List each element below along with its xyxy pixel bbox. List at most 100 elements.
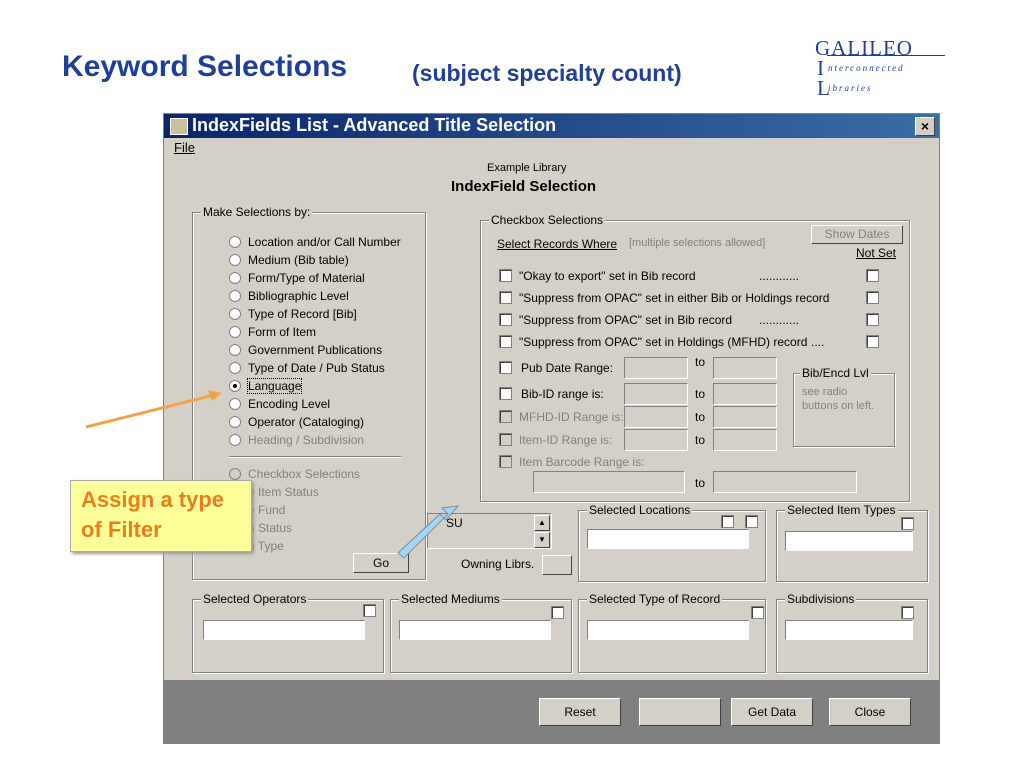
radio-option-label[interactable]: Bibliographic Level <box>248 289 349 303</box>
scroll-down-icon[interactable]: ▼ <box>534 532 550 548</box>
indexfields-window: IndexFields List - Advanced Title Select… <box>163 113 940 744</box>
selected-item-types-checkbox[interactable] <box>901 517 914 530</box>
criteria-checkbox[interactable] <box>499 335 512 348</box>
item-id-checkbox[interactable] <box>499 433 512 446</box>
radio-option-label-disabled[interactable]: Checkbox Selections <box>248 467 361 481</box>
go-button[interactable]: Go <box>353 553 409 573</box>
close-button[interactable]: Close <box>829 698 911 726</box>
owning-library-list[interactable]: SU ▲ ▼ <box>427 513 552 549</box>
selected-type-of-record-checkbox[interactable] <box>751 606 764 619</box>
selected-mediums-list[interactable] <box>399 620 551 640</box>
barcode-checkbox[interactable] <box>499 455 512 468</box>
radio-option-label[interactable]: Type of Record [Bib] <box>248 307 357 321</box>
selected-item-types-label: Selected Item Types <box>785 503 898 517</box>
radio-option-label-disabled[interactable]: e Item Status <box>248 485 319 499</box>
item-id-to[interactable] <box>713 429 777 451</box>
not-set-label: Not Set <box>856 246 897 260</box>
owning-library-value: SU <box>446 516 463 530</box>
item-id-from[interactable] <box>624 429 688 451</box>
owning-librs-button[interactable] <box>542 555 572 575</box>
radio-option-label-disabled[interactable]: n Status <box>248 521 293 535</box>
indexfield-heading: IndexField Selection <box>451 178 597 195</box>
owning-librs-label: Owning Librs. <box>461 557 535 571</box>
radio-option[interactable] <box>229 416 241 428</box>
not-set-checkbox[interactable] <box>866 269 879 282</box>
bib-id-to[interactable] <box>713 383 777 405</box>
radio-option-label[interactable]: Location and/or Call Number <box>248 235 401 249</box>
radio-option[interactable] <box>229 434 241 446</box>
pub-date-to[interactable] <box>713 357 777 379</box>
radio-option[interactable] <box>229 290 241 302</box>
radio-option-label[interactable]: Language <box>246 378 303 394</box>
radio-option-label[interactable]: Government Publications <box>248 343 383 357</box>
reset-button[interactable]: Reset <box>539 698 621 726</box>
scroll-up-icon[interactable]: ▲ <box>534 515 550 531</box>
galileo-logo: GALILEO I nterconnected L ibraries <box>815 36 945 100</box>
see-radio-line2: buttons on left. <box>802 400 875 412</box>
window-titlebar[interactable]: IndexFields List - Advanced Title Select… <box>164 114 939 138</box>
radio-option-label[interactable]: Form of Item <box>248 325 317 339</box>
radio-option-label[interactable]: Heading / Subdivision <box>248 433 365 447</box>
assign-filter-callout: Assign a type of Filter <box>70 480 252 552</box>
bib-id-label: Bib-ID range is: <box>521 387 604 401</box>
criteria-checkbox[interactable] <box>499 269 512 282</box>
show-dates-button[interactable]: Show Dates <box>811 225 903 244</box>
radio-option[interactable] <box>229 326 241 338</box>
pub-date-checkbox[interactable] <box>499 361 512 374</box>
callout-line2: of Filter <box>81 517 162 542</box>
criteria-label: "Okay to export" set in Bib record <box>519 269 696 283</box>
get-data-button[interactable]: Get Data <box>731 698 813 726</box>
mfhd-id-from[interactable] <box>624 406 688 428</box>
window-close-button[interactable]: × <box>915 117 935 136</box>
to-label: to <box>695 410 706 424</box>
radio-option[interactable] <box>229 236 241 248</box>
radio-option-label-disabled[interactable]: e Fund <box>248 503 286 517</box>
blank-button[interactable] <box>639 698 721 726</box>
selected-item-types-list[interactable] <box>785 531 913 551</box>
logo-line2-rest: nterconnected <box>828 63 905 73</box>
selected-locations-checkbox-1[interactable] <box>721 515 734 528</box>
radio-option[interactable] <box>229 380 241 392</box>
selected-locations-list[interactable] <box>587 529 749 549</box>
radio-option[interactable] <box>229 272 241 284</box>
barcode-from[interactable] <box>533 471 685 493</box>
mfhd-id-checkbox[interactable] <box>499 410 512 423</box>
to-label: to <box>695 387 706 401</box>
mfhd-id-to[interactable] <box>713 406 777 428</box>
radio-option-disabled[interactable] <box>229 468 241 480</box>
not-set-checkbox[interactable] <box>866 291 879 304</box>
not-set-checkbox[interactable] <box>866 335 879 348</box>
selected-operators-checkbox[interactable] <box>363 604 376 617</box>
criteria-label: "Suppress from OPAC" set in either Bib o… <box>519 291 830 305</box>
selected-mediums-checkbox[interactable] <box>551 606 564 619</box>
radio-option-label[interactable]: Encoding Level <box>248 397 331 411</box>
selected-locations-group: Selected Locations <box>578 503 766 582</box>
pub-date-from[interactable] <box>624 357 688 379</box>
mfhd-id-label: MFHD-ID Range is: <box>519 410 624 424</box>
bib-id-from[interactable] <box>624 383 688 405</box>
radio-option-label-disabled[interactable]: n Type <box>248 539 284 553</box>
to-label: to <box>695 433 706 447</box>
radio-option[interactable] <box>229 398 241 410</box>
radio-option[interactable] <box>229 254 241 266</box>
radio-option-label[interactable]: Operator (Cataloging) <box>248 415 365 429</box>
radio-option-label[interactable]: Form/Type of Material <box>248 271 365 285</box>
criteria-checkbox[interactable] <box>499 313 512 326</box>
logo-line3-rest: ibraries <box>828 83 873 93</box>
criteria-checkbox[interactable] <box>499 291 512 304</box>
menu-file[interactable]: File <box>174 140 195 155</box>
radio-option[interactable] <box>229 362 241 374</box>
selected-type-of-record-list[interactable] <box>587 620 749 640</box>
selected-locations-checkbox-2[interactable] <box>745 515 758 528</box>
radio-option[interactable] <box>229 344 241 356</box>
selected-operators-list[interactable] <box>203 620 365 640</box>
barcode-to[interactable] <box>713 471 857 493</box>
radio-option-label[interactable]: Type of Date / Pub Status <box>248 361 385 375</box>
radio-option[interactable] <box>229 308 241 320</box>
subdivisions-list[interactable] <box>785 620 913 640</box>
not-set-checkbox[interactable] <box>866 313 879 326</box>
bib-id-checkbox[interactable] <box>499 387 512 400</box>
subdivisions-checkbox[interactable] <box>901 606 914 619</box>
radio-option-label[interactable]: Medium (Bib table) <box>248 253 349 267</box>
